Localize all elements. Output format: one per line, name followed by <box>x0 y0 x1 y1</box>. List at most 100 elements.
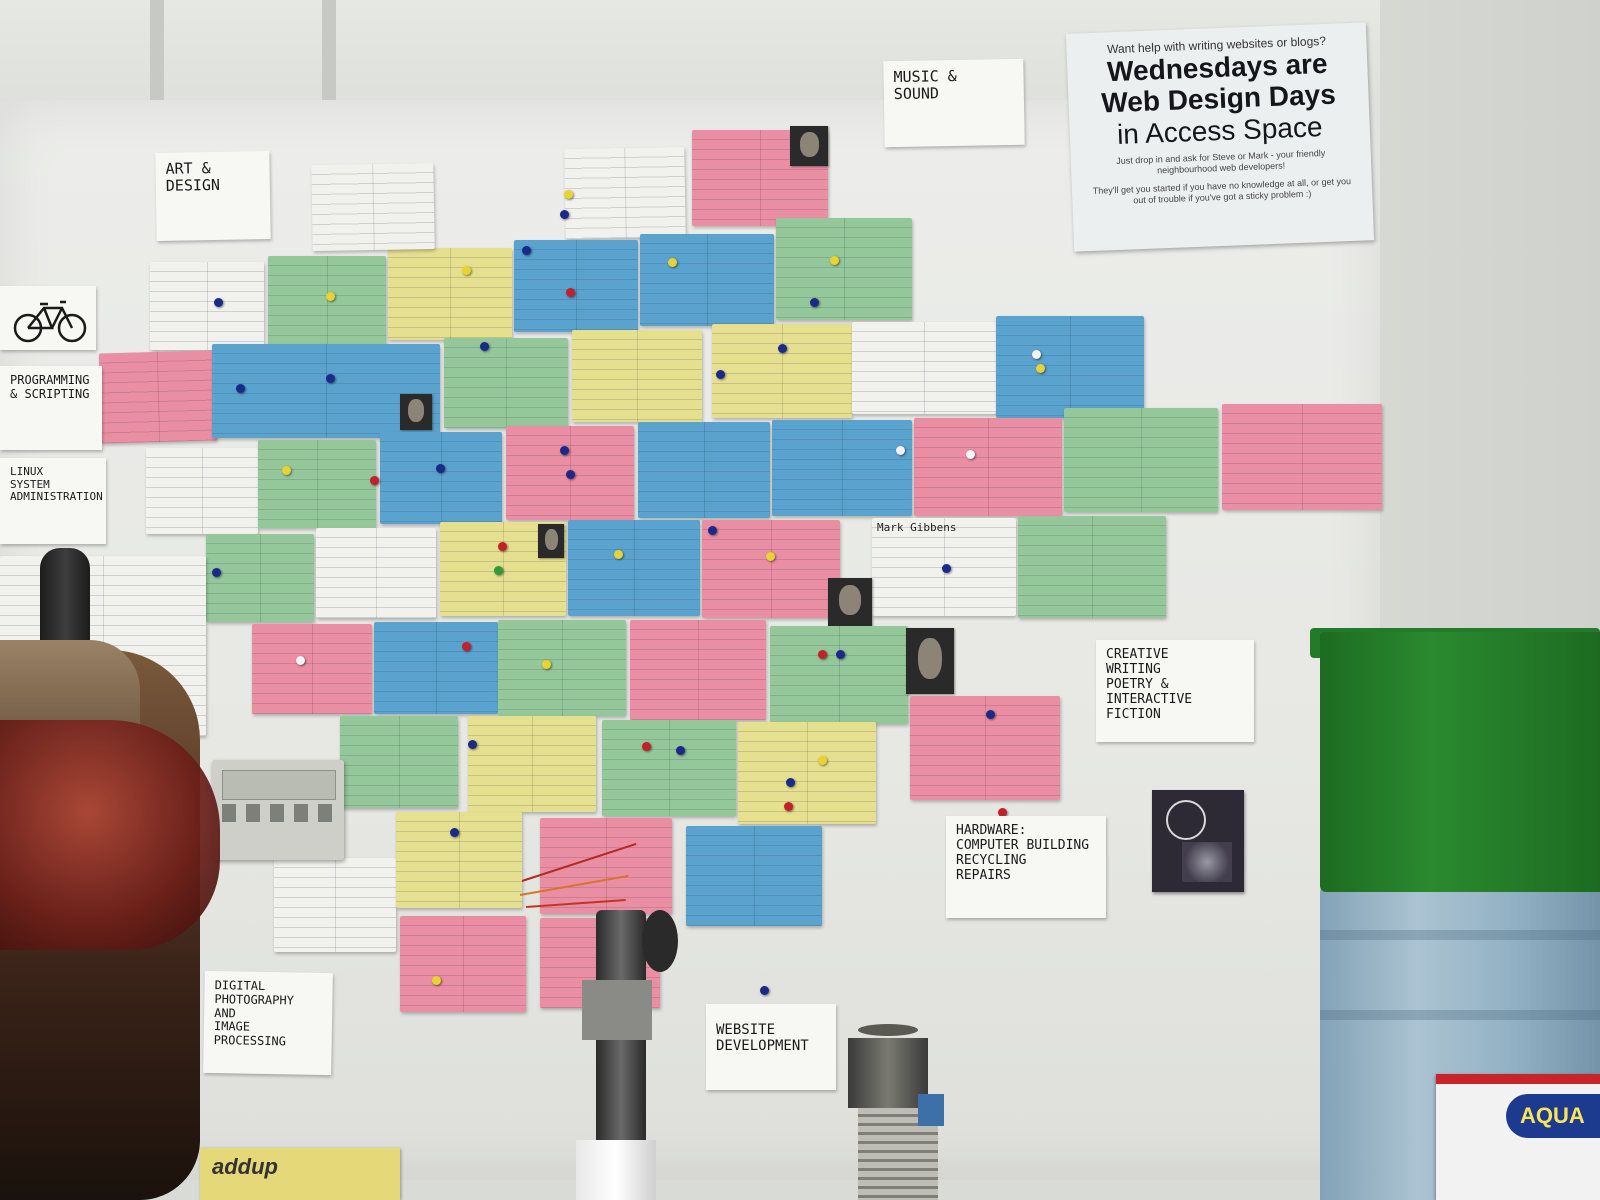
index-card <box>311 162 435 252</box>
label-music-sound: MUSIC & SOUND <box>883 58 1025 148</box>
robot-sculpture <box>848 1024 968 1200</box>
label-line: DEVELOPMENT <box>716 1038 809 1055</box>
index-card <box>638 422 770 518</box>
robot-chassis <box>582 980 652 1040</box>
index-card <box>468 716 596 812</box>
index-card <box>340 716 458 808</box>
push-pin <box>1032 350 1041 359</box>
push-pin <box>462 266 471 275</box>
push-pin <box>836 650 845 659</box>
label-hardware: HARDWARE: COMPUTER BUILDING RECYCLING RE… <box>946 816 1106 918</box>
index-card <box>568 520 700 616</box>
wall-beam <box>150 0 164 105</box>
index-card <box>640 234 774 326</box>
push-pin <box>436 464 445 473</box>
profile-card-name: Mark Gibbens <box>877 521 957 534</box>
bottle-flyer: AQUA <box>1436 1074 1600 1200</box>
label-website-development: WEBSITE DEVELOPMENT <box>706 1004 836 1090</box>
push-pin <box>760 986 769 995</box>
poster-small-1: Just drop in and ask for Steve or Mark -… <box>1116 148 1326 176</box>
wall-thermostat <box>212 760 344 860</box>
label-line: PROGRAMMING <box>10 373 90 387</box>
index-card <box>268 256 386 348</box>
push-pin <box>818 650 827 659</box>
index-card <box>1222 404 1382 510</box>
label-linux-system-administration: LINUX SYSTEM ADMINISTRATION <box>0 458 106 544</box>
label-line: LINUX <box>10 465 44 478</box>
wall-beam <box>322 0 336 105</box>
label-digital-photography: DIGITAL PHOTOGRAPHY AND IMAGE PROCESSING <box>203 970 333 1076</box>
push-pin <box>480 342 489 351</box>
bicycle-icon <box>13 300 87 343</box>
push-pin <box>566 470 575 479</box>
push-pin <box>432 976 441 985</box>
index-card <box>702 520 840 618</box>
push-pin <box>236 384 245 393</box>
push-pin <box>564 190 573 199</box>
index-card <box>1064 408 1218 512</box>
robot-motor <box>848 1038 928 1108</box>
label-line: & SCRIPTING <box>10 386 90 401</box>
index-card <box>910 696 1060 800</box>
index-card <box>914 418 1062 516</box>
push-pin <box>542 660 551 669</box>
index-card <box>630 620 766 720</box>
label-line: FICTION <box>1106 706 1161 722</box>
robot-cap <box>858 1024 918 1036</box>
gig-flyer <box>1152 790 1244 892</box>
label-line: REPAIRS <box>956 867 1011 883</box>
label-line: RECYCLING <box>956 852 1027 868</box>
portrait-photo <box>828 578 872 626</box>
label-line: ADMINISTRATION <box>10 490 103 504</box>
index-card <box>770 626 908 724</box>
web-design-poster: Want help with writing websites or blogs… <box>1065 22 1375 252</box>
index-card <box>572 330 702 422</box>
index-card <box>258 440 376 528</box>
index-card <box>396 812 522 908</box>
label-line: ART & <box>165 159 211 178</box>
index-card <box>150 262 264 350</box>
push-pin <box>784 802 793 811</box>
push-pin <box>642 742 651 751</box>
flyer-strip <box>1436 1074 1600 1084</box>
index-card <box>388 248 512 340</box>
index-card <box>686 826 822 926</box>
sequin-shawl <box>0 720 220 950</box>
label-line: MUSIC & <box>893 66 957 87</box>
label-line: WRITING <box>1106 661 1161 677</box>
flyer-logo: AQUA <box>1506 1094 1600 1138</box>
portrait-photo <box>400 394 432 430</box>
push-pin <box>212 568 221 577</box>
label-line: SYSTEM <box>10 477 50 491</box>
bottle-ring <box>1320 1010 1600 1020</box>
label-line: COMPUTER BUILDING <box>956 837 1090 853</box>
push-pin <box>966 450 975 459</box>
index-card <box>738 722 876 824</box>
push-pin <box>214 298 223 307</box>
push-pin <box>766 552 775 561</box>
push-pin <box>296 656 305 665</box>
label-line: SOUND <box>893 84 940 104</box>
push-pin <box>522 246 531 255</box>
push-pin <box>326 374 335 383</box>
green-crate <box>1320 632 1600 892</box>
addup-badge: addup <box>200 1148 400 1200</box>
index-card <box>98 350 218 444</box>
push-pin <box>326 292 335 301</box>
push-pin <box>716 370 725 379</box>
index-card <box>852 322 996 414</box>
push-pin <box>998 808 1007 817</box>
poster-small-2: They'll get you started if you have no k… <box>1092 175 1352 206</box>
index-card <box>776 218 912 320</box>
push-pin <box>668 258 677 267</box>
push-pin <box>896 446 905 455</box>
index-card <box>498 620 626 716</box>
portrait-photo <box>538 524 564 558</box>
label-line: PROCESSING <box>213 1033 287 1049</box>
push-pin <box>494 566 503 575</box>
push-pin <box>468 740 477 749</box>
push-pin <box>370 476 379 485</box>
push-pin <box>566 288 575 297</box>
push-pin <box>560 446 569 455</box>
